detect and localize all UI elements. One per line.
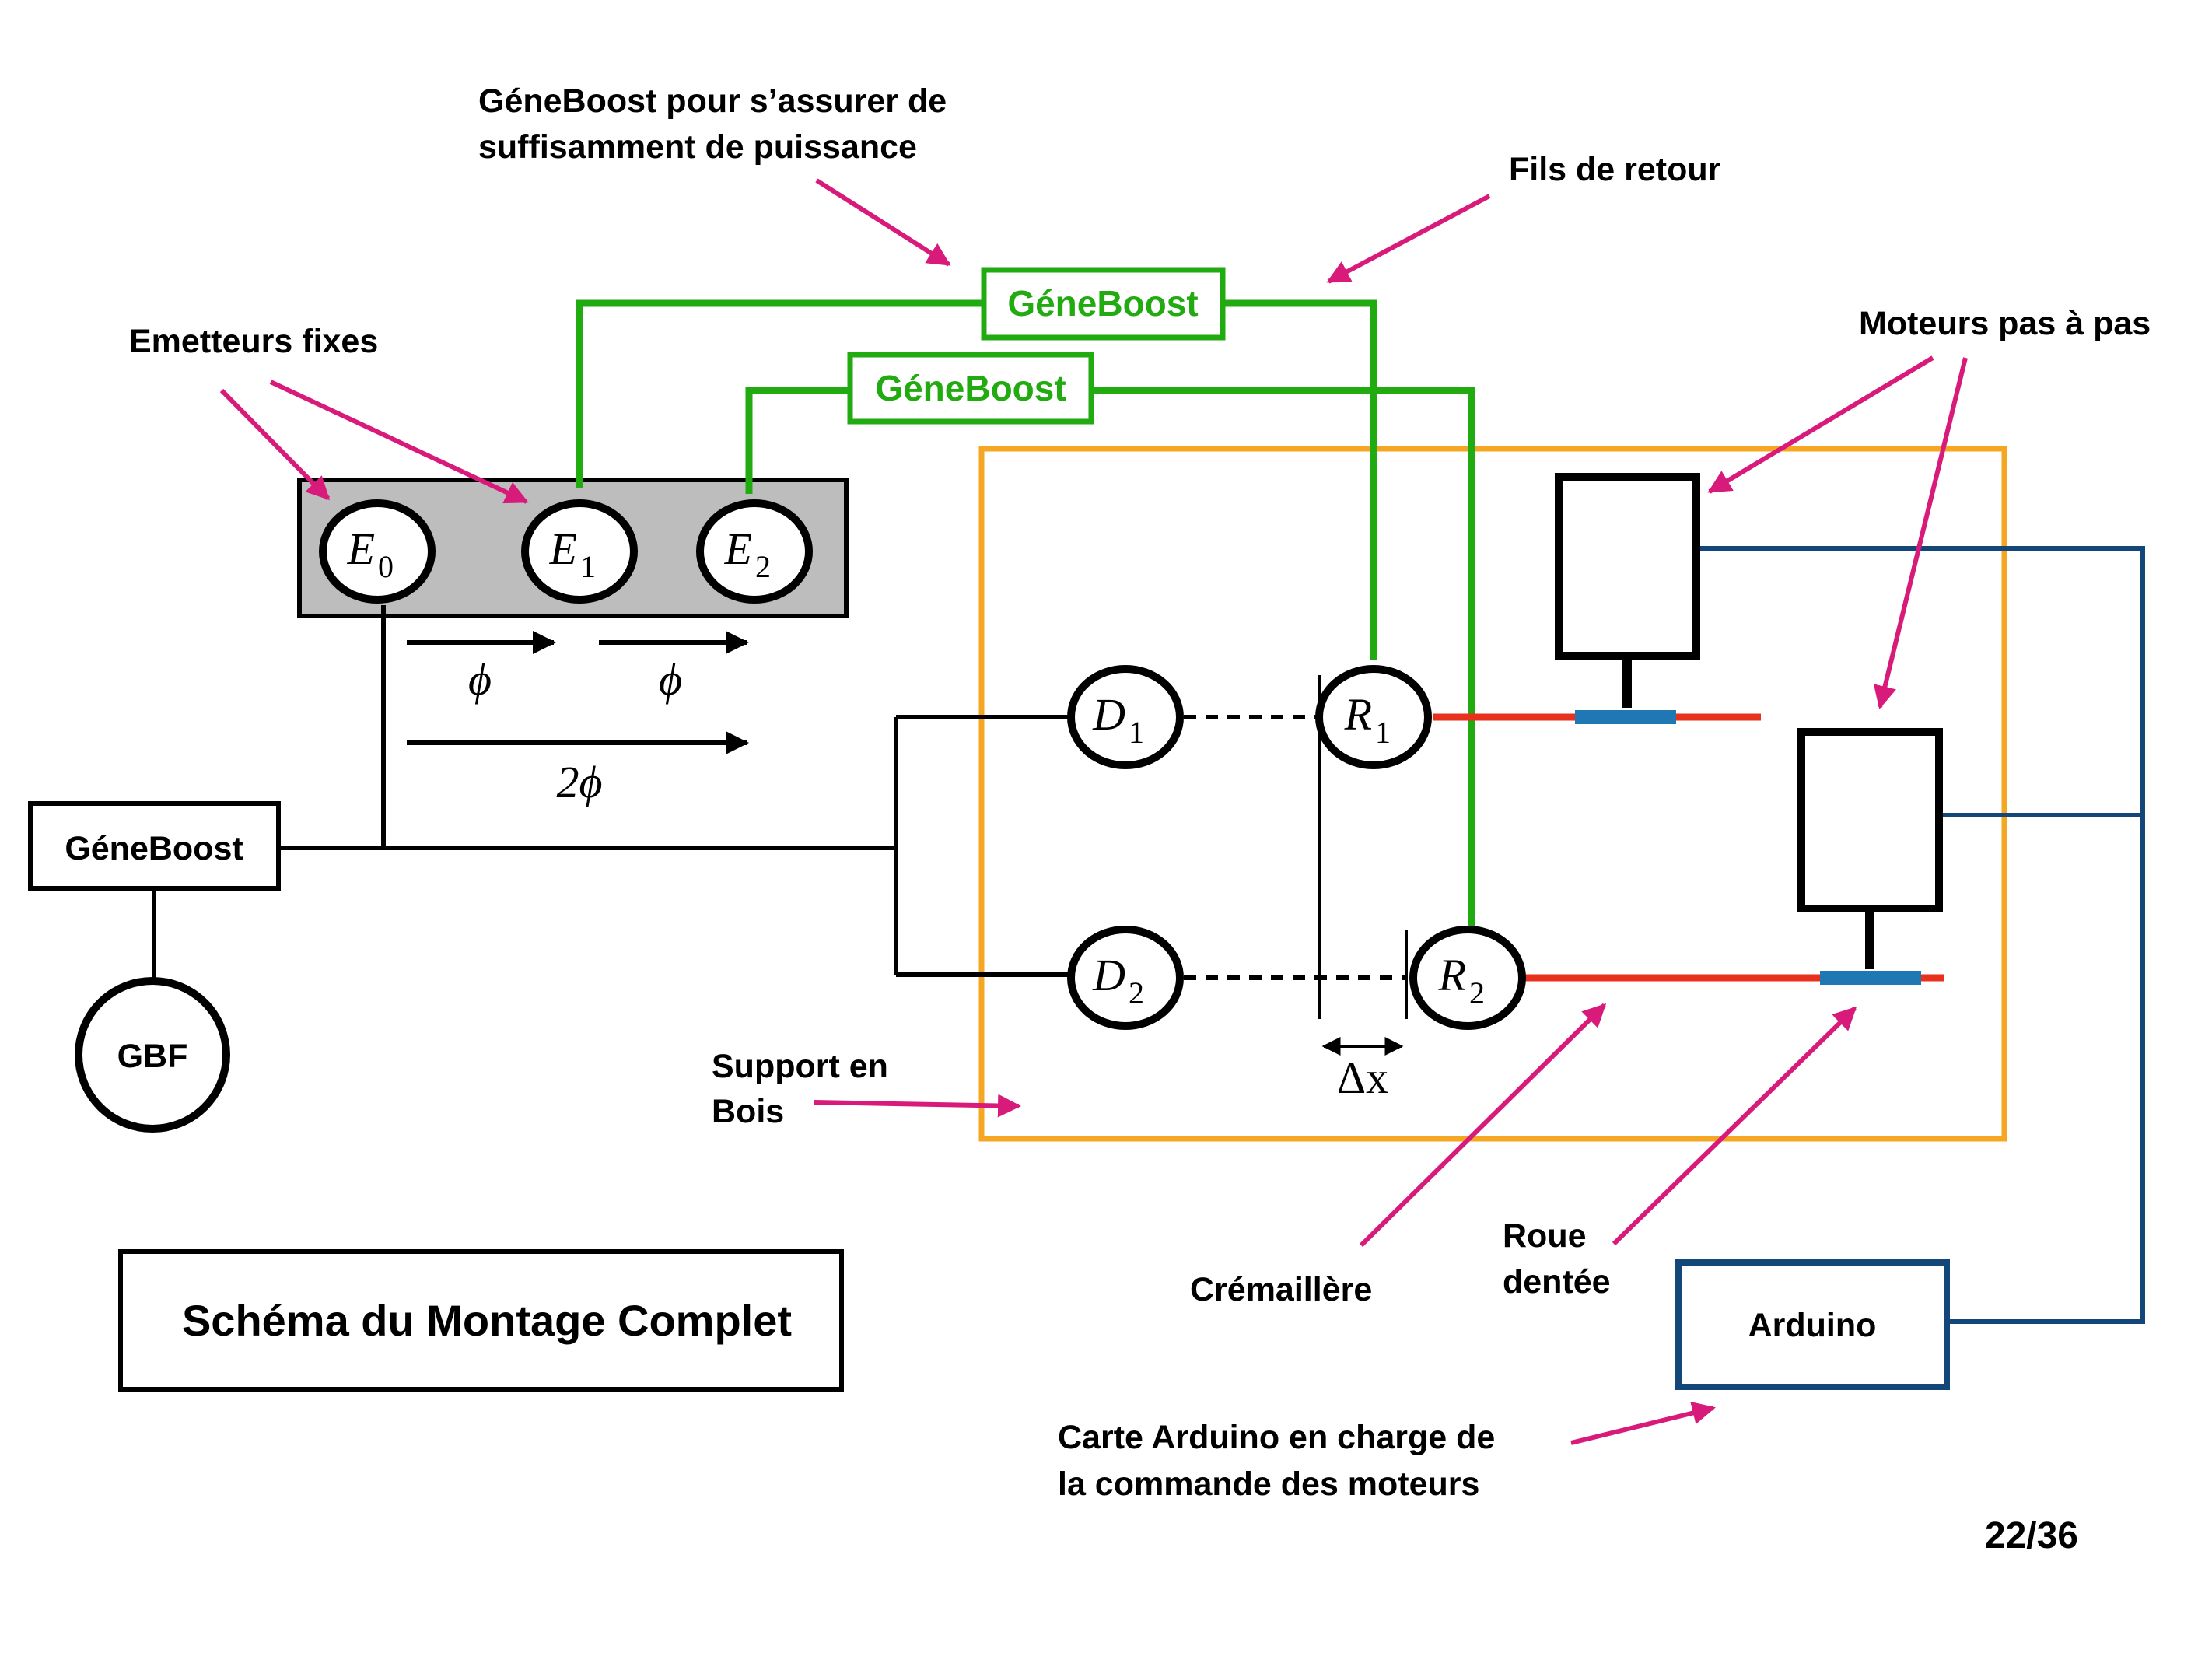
annotation-wood-support-line2: Bois <box>712 1093 784 1130</box>
svg-text:GéneBoost: GéneBoost <box>875 368 1066 408</box>
phase-label-2phi: 2ϕ <box>556 757 602 807</box>
svg-text:E: E <box>347 523 375 574</box>
wood-support-frame <box>978 446 2007 1142</box>
annotation-arduino-line2: la commande des moteurs <box>1058 1465 1479 1503</box>
return-wires <box>576 299 1475 928</box>
emitter-e2: E 2 <box>696 499 813 604</box>
phase-arrows <box>407 631 749 754</box>
svg-text:1: 1 <box>580 549 596 584</box>
annotation-gear-line1: Roue <box>1503 1217 1587 1255</box>
gear-wheel-1 <box>1575 710 1676 724</box>
annotation-rack: Crémaillère <box>1190 1271 1372 1308</box>
svg-text:E: E <box>549 523 577 574</box>
phase-label-phi-2: ϕ <box>659 654 682 705</box>
page-number: 22/36 <box>1985 1515 2078 1556</box>
arduino-box: Arduino <box>1675 1259 1950 1390</box>
svg-text:2: 2 <box>755 549 771 584</box>
annotation-geneboost-line2: suffisamment de puissance <box>478 128 917 166</box>
emitter-e0: E 0 <box>319 499 436 604</box>
svg-text:GBF: GBF <box>117 1038 188 1075</box>
annotation-stepper-motors: Moteurs pas à pas <box>1859 305 2151 342</box>
phase-label-phi-1: ϕ <box>468 654 492 705</box>
signal-wiring <box>152 605 1070 986</box>
svg-text:1: 1 <box>1375 715 1391 750</box>
gear-wheel-2 <box>1820 971 1921 985</box>
svg-text:Arduino: Arduino <box>1748 1307 1877 1344</box>
svg-text:R: R <box>1438 950 1466 1000</box>
annotation-geneboost-line1: GéneBoost pour s’assurer de <box>478 82 947 120</box>
delta-x-label: Δx <box>1337 1052 1388 1103</box>
annotation-wood-support-line1: Support en <box>712 1048 888 1085</box>
svg-text:E: E <box>724 523 752 574</box>
svg-text:GéneBoost: GéneBoost <box>65 830 243 867</box>
svg-text:0: 0 <box>378 549 394 584</box>
geneboost-main-box: GéneBoost <box>28 801 281 891</box>
svg-text:2: 2 <box>1469 975 1485 1010</box>
annotation-fixed-emitters: Emetteurs fixes <box>129 323 378 360</box>
geneboost-top-box: GéneBoost <box>981 267 1226 341</box>
page-title: Schéma du Montage Complet <box>182 1296 792 1345</box>
receiver-r2: R 2 <box>1409 926 1526 1030</box>
gbf-generator: GBF <box>75 977 230 1133</box>
svg-text:D: D <box>1092 689 1125 740</box>
stepper-motor-1 <box>1555 473 1700 724</box>
svg-text:1: 1 <box>1129 715 1144 750</box>
svg-text:2: 2 <box>1129 975 1144 1010</box>
svg-text:D: D <box>1092 950 1125 1000</box>
title-box: Schéma du Montage Complet <box>118 1249 844 1392</box>
stepper-motor-2 <box>1797 728 1943 985</box>
annotation-return-wires: Fils de retour <box>1509 151 1721 188</box>
annotation-arrows <box>219 178 1968 1445</box>
svg-text:R: R <box>1344 689 1372 740</box>
detector-d1: D 1 <box>1067 665 1184 769</box>
geneboost-mid-box: GéneBoost <box>847 352 1094 425</box>
annotation-gear-line2: dentée <box>1503 1263 1611 1301</box>
optical-paths <box>1184 715 1408 980</box>
annotation-arduino-line1: Carte Arduino en charge de <box>1058 1419 1495 1456</box>
detector-d2: D 2 <box>1067 926 1184 1030</box>
receiver-r1: R 1 <box>1315 665 1432 769</box>
emitter-e1: E 1 <box>521 499 638 604</box>
arduino-wiring <box>1696 546 2145 1324</box>
svg-text:GéneBoost: GéneBoost <box>1007 283 1198 324</box>
